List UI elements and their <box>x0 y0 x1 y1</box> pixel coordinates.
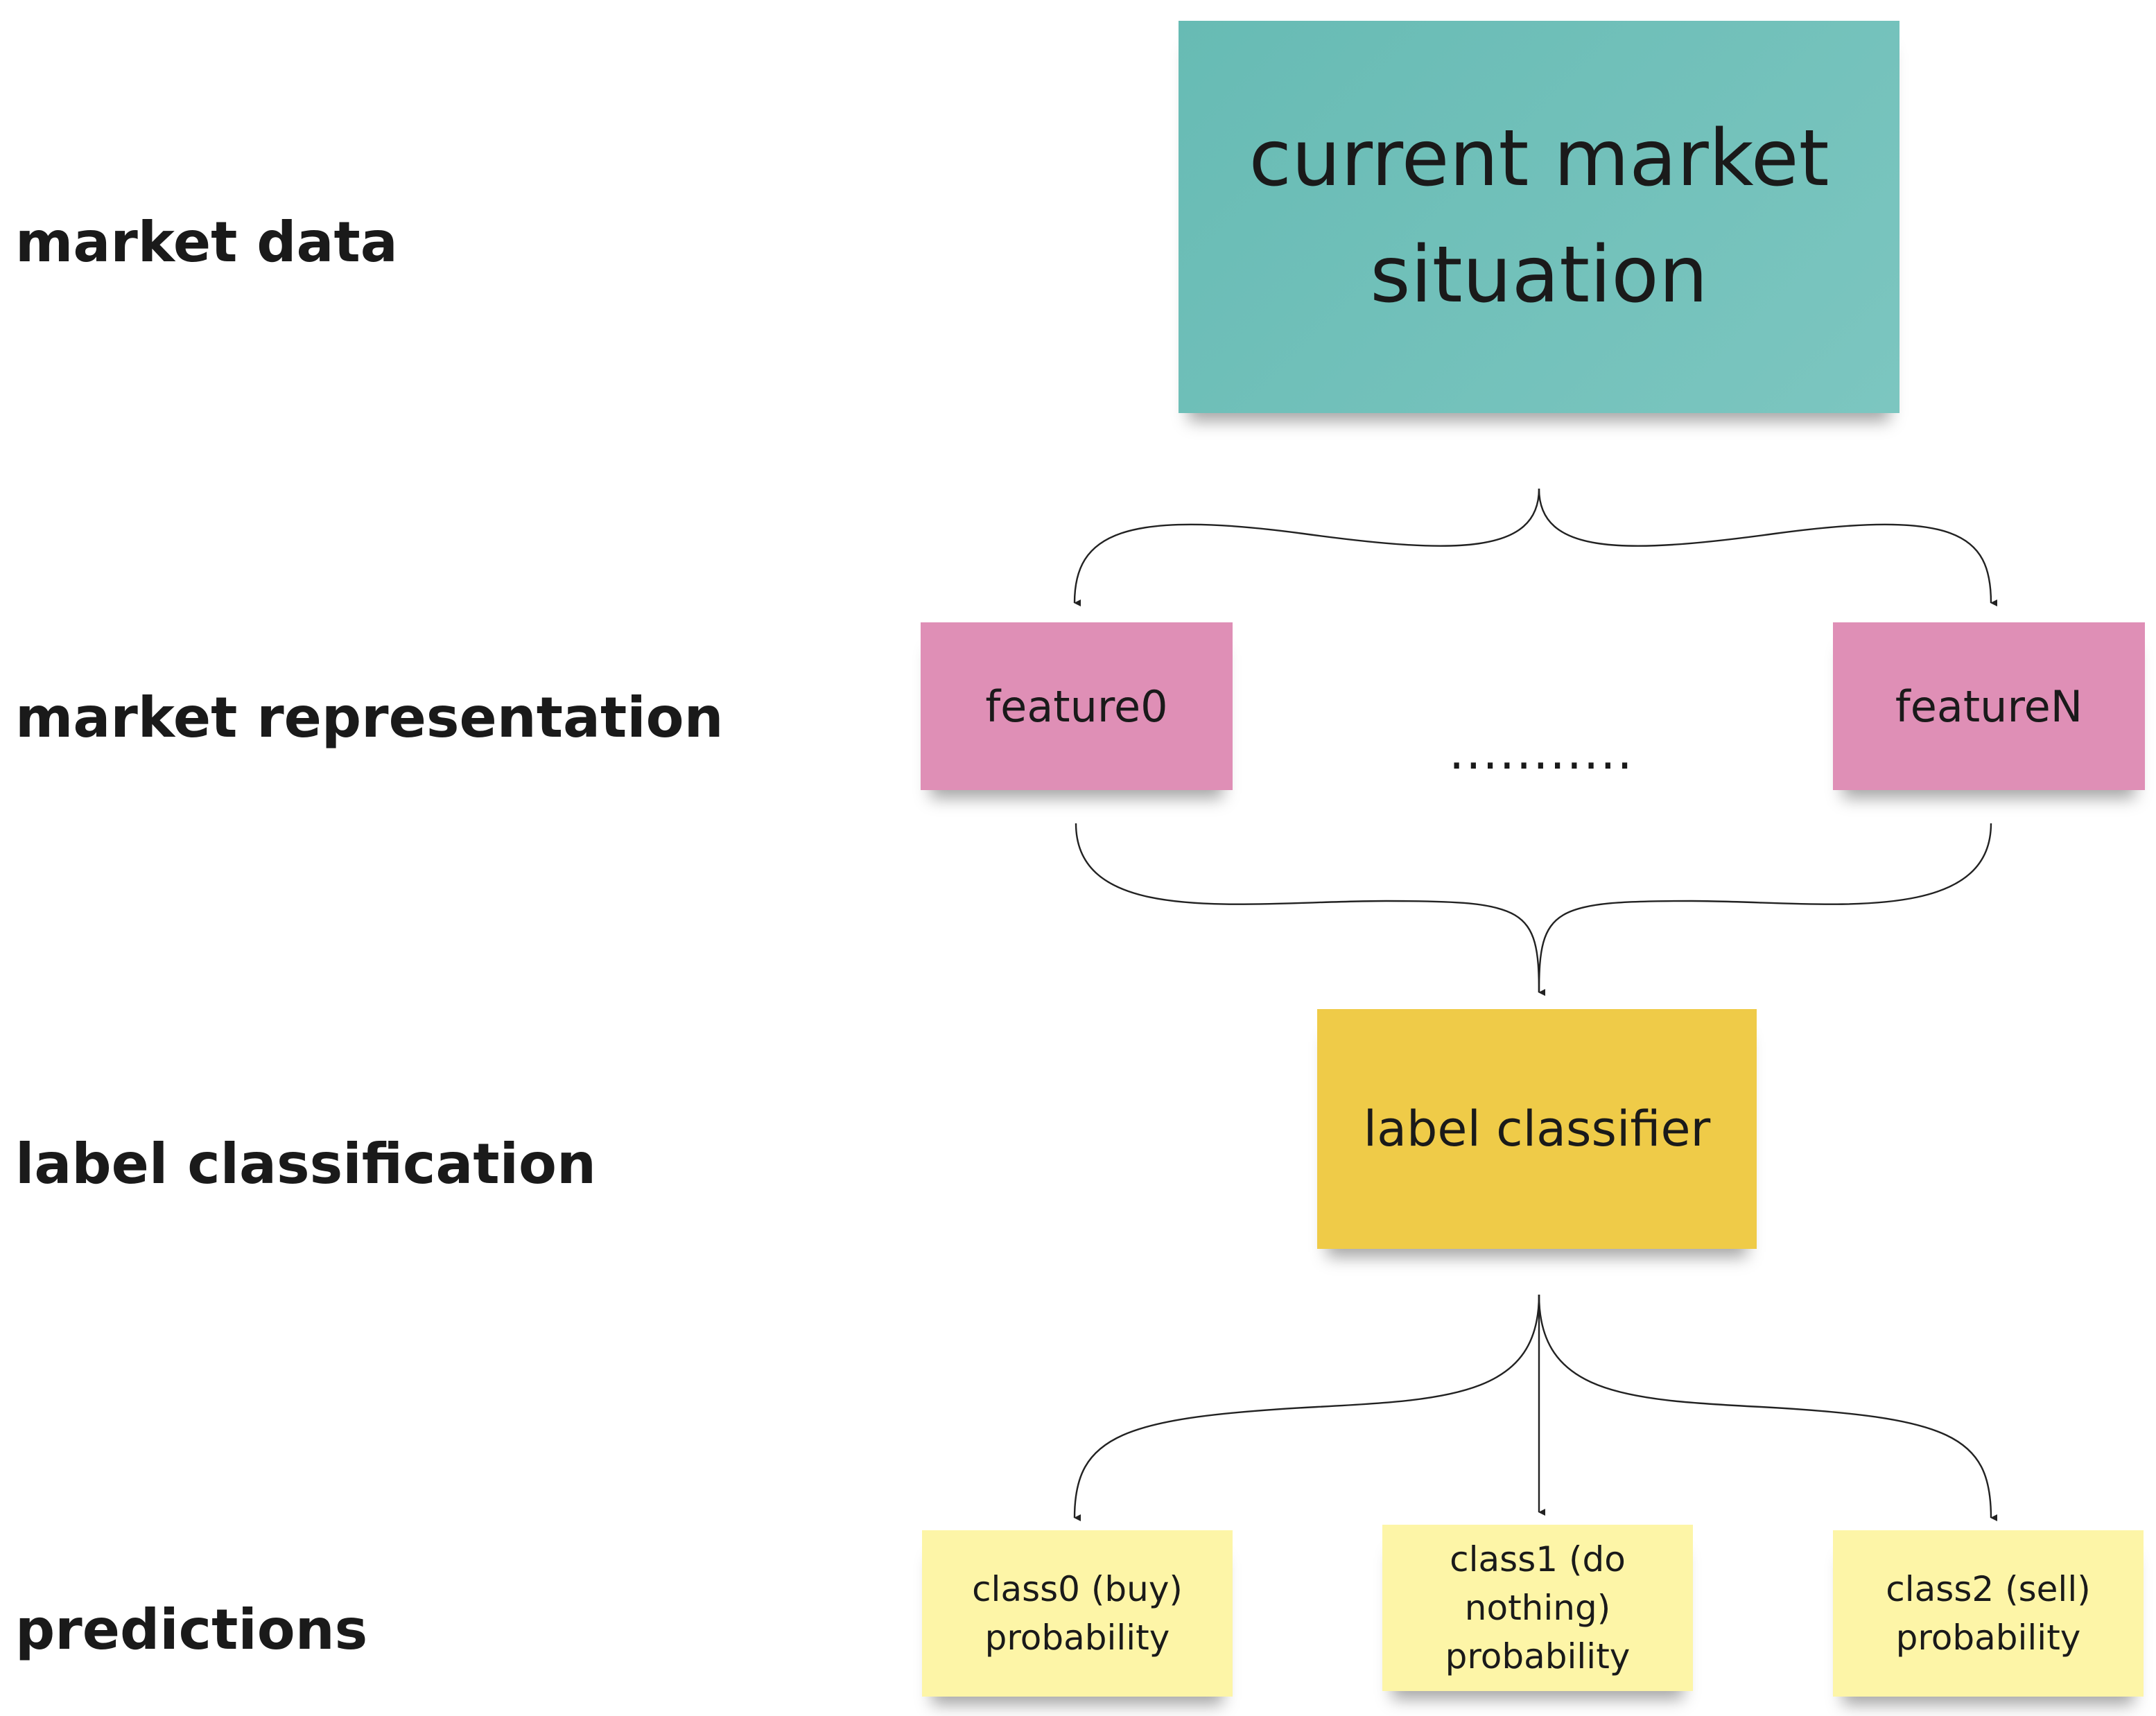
note-market-line1: current market <box>1249 114 1829 204</box>
connector-featureN-to-classifier <box>1538 823 1992 993</box>
note-class1-line3: probability <box>1445 1636 1631 1676</box>
note-current-market-situation: current market situation <box>1179 21 1899 413</box>
note-class2-line1: class2 (sell) <box>1886 1569 2091 1609</box>
note-class2-probability: class2 (sell) probability <box>1833 1530 2144 1697</box>
row-label-label-classification: label classification <box>15 1132 596 1196</box>
row-label-market-data: market data <box>15 210 398 274</box>
connector-classifier-to-class2 <box>1538 1294 1998 1521</box>
note-class1-probability: class1 (do nothing) probability <box>1382 1525 1693 1691</box>
note-market-line2: situation <box>1370 230 1708 320</box>
note-class1-line2: nothing) <box>1464 1588 1611 1628</box>
note-class2-line2: probability <box>1895 1618 2081 1658</box>
ellipsis-more-features: ........... <box>1449 724 1634 780</box>
connector-market-to-featureN <box>1538 488 1998 606</box>
note-class0-line2: probability <box>984 1618 1170 1658</box>
note-classifier-label: label classifier <box>1363 1101 1711 1157</box>
row-label-market-representation: market representation <box>15 685 724 750</box>
note-class0-line1: class0 (buy) <box>972 1569 1183 1609</box>
note-feature0: feature0 <box>921 622 1233 790</box>
row-label-predictions: predictions <box>15 1597 368 1662</box>
connector-classifier-to-class0 <box>1073 1294 1540 1522</box>
note-featureN: featureN <box>1833 622 2145 790</box>
note-featureN-label: featureN <box>1895 681 2083 732</box>
note-class0-probability: class0 (buy) probability <box>922 1530 1233 1697</box>
note-class1-line1: class1 (do <box>1450 1539 1626 1579</box>
note-label-classifier: label classifier <box>1317 1009 1757 1249</box>
connector-market-to-feature0 <box>1073 488 1540 607</box>
note-feature0-label: feature0 <box>985 681 1168 732</box>
connector-feature0-to-classifier <box>1075 823 1546 996</box>
